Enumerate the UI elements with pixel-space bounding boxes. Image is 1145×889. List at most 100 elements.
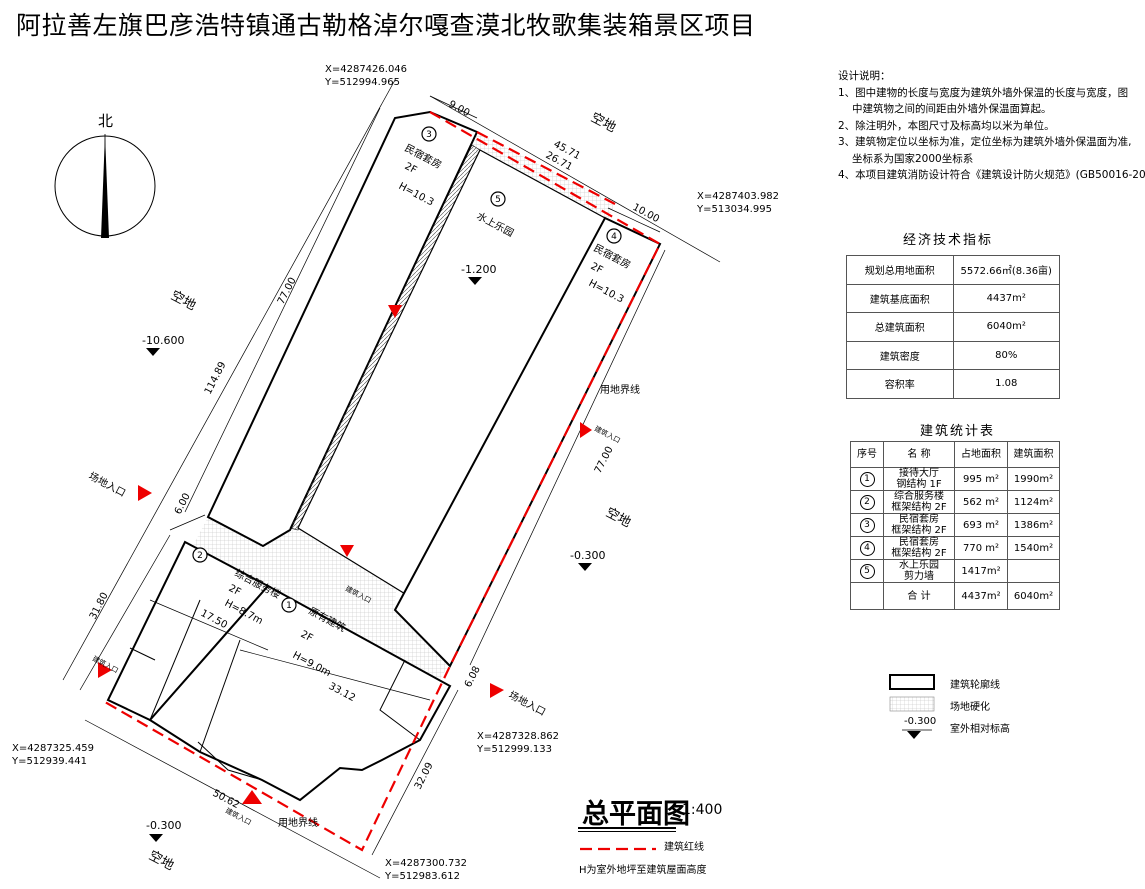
row-number: 3 (859, 517, 875, 533)
row-name: 民宿套房框架结构 2F (883, 513, 955, 537)
land-line-right: 用地界线 (600, 383, 640, 396)
coordinate-labels: X=4287426.046 Y=512994.965 X=4287403.982… (11, 64, 779, 882)
dim-11489: 114.89 (203, 360, 229, 396)
note-1b: 中建筑物之间的间距由外墙外保温面算起。 (852, 103, 1052, 115)
row-number-cell: 4 (850, 536, 884, 560)
table-row: 2 综合服务楼框架结构 2F 562 m² 1124m² (850, 490, 1060, 514)
site-entry-left: 场地入口 (87, 469, 128, 499)
land-line-bottom: 用地界线 (278, 816, 318, 829)
dim-10: 10.00 (631, 202, 661, 225)
row-land: 693 m² (954, 513, 1008, 537)
row-land: 562 m² (954, 490, 1008, 514)
econ-value: 4437m² (952, 283, 1060, 313)
circle-5: 5 (495, 195, 501, 205)
row-name-1: 综合服务楼 (894, 491, 944, 502)
total-label: 合 计 (883, 582, 955, 610)
row-number-cell: 5 (850, 559, 884, 583)
b4-floor: 2F (589, 261, 605, 277)
building-1-inner4 (379, 659, 421, 741)
drawing-name: 总平面图 (582, 799, 690, 830)
note-3: 3、建筑物定位以坐标为准，定位坐标为建筑外墙外保温面为准, (838, 136, 1132, 148)
row-name-2: 框架结构 2F (891, 548, 947, 559)
entry-markers (98, 305, 592, 804)
building-4-outline (393, 216, 662, 668)
red-line-legend: 建筑红线 (664, 842, 704, 853)
row-name: 民宿套房框架结构 2F (883, 536, 955, 560)
building-1-outline (148, 584, 452, 802)
dimension-lines (62, 79, 721, 879)
row-area: 1386m² (1007, 513, 1060, 537)
dim-6: 6.00 (173, 492, 193, 517)
coord-2-x: X=4287403.982 (697, 191, 779, 202)
econ-label: 容积率 (846, 369, 954, 399)
table-header-row: 序号 名 称 占地面积 建筑面积 (850, 441, 1060, 468)
note-2: 2、除注明外，本图尺寸及标高均以米为单位。 (838, 119, 1055, 132)
total-land: 4437m² (954, 582, 1008, 610)
elevation-markers (146, 277, 592, 842)
row-name-2: 框架结构 2F (891, 502, 947, 513)
row-name-1: 水上乐园 (899, 560, 939, 571)
econ-value: 80% (952, 340, 1060, 370)
econ-label: 建筑基底面积 (846, 283, 954, 313)
coord-5-y: Y=512983.612 (384, 871, 460, 882)
legend-elev: 室外相对标高 (950, 724, 1010, 735)
b1-floor: 2F (299, 629, 315, 645)
row-number: 4 (859, 540, 875, 556)
row-number: 1 (859, 471, 875, 487)
econ-value: 6040m² (952, 312, 1060, 342)
row-land: 995 m² (954, 467, 1008, 491)
coord-1-y: Y=512994.965 (324, 77, 400, 88)
dim-608: 6.08 (463, 665, 483, 690)
b2-floor: 2F (227, 583, 243, 599)
legend-paving: 场地硬化 (950, 702, 990, 713)
elevation-texts: -10.600 -1.200 -0.300 -0.300 (142, 263, 605, 832)
legend-paving-swatch (889, 696, 935, 712)
circle-4: 4 (611, 232, 617, 242)
building-1-inner3 (129, 647, 156, 661)
table-row: 3 民宿套房框架结构 2F 693 m² 1386m² (850, 513, 1060, 537)
table-total-row: 合 计 4437m² 6040m² (850, 582, 1060, 610)
elev-2: -1.200 (461, 263, 496, 276)
row-name-2: 框架结构 2F (891, 525, 947, 536)
legend-outline: 建筑轮廓线 (950, 680, 1000, 691)
coord-5-x: X=4287300.732 (385, 858, 467, 869)
b3-floor: 2F (403, 161, 419, 177)
coord-3-x: X=4287325.459 (12, 743, 94, 754)
red-line-boundary (104, 111, 662, 852)
north-arrow-icon (54, 134, 156, 238)
circle-markers (192, 126, 622, 613)
dim-3180: 31.80 (88, 591, 111, 622)
circle-1: 1 (286, 601, 292, 611)
coord-4-x: X=4287328.862 (477, 731, 559, 742)
col-header: 建筑面积 (1007, 441, 1060, 468)
title-underline (578, 827, 676, 829)
north-label: 北 (98, 112, 113, 130)
note-4: 4、本项目建筑消防设计符合《建筑设计防火规范》(GB50016-2014)。 (838, 169, 1145, 181)
dim-7700b: 77.00 (593, 445, 616, 476)
stats-title: 建筑统计表 (920, 424, 996, 439)
page-title: 阿拉善左旗巴彦浩特镇通古勒格淖尔嘎查漠北牧歌集装箱景区项目 (16, 11, 756, 40)
red-line-top (476, 131, 616, 205)
kongdi-top: 空地 (588, 110, 618, 135)
building-1-inner2 (199, 639, 241, 753)
kongdi-right: 空地 (603, 505, 633, 530)
dim-9: 9.00 (447, 99, 472, 119)
row-number: 5 (859, 563, 875, 579)
coord-1-x: X=4287426.046 (325, 64, 407, 75)
dim-5062: 50.62 (211, 788, 241, 811)
row-area: 1124m² (1007, 490, 1060, 514)
col-header: 名 称 (883, 441, 955, 468)
circle-3: 3 (426, 130, 432, 140)
design-notes: 设计说明： 1、图中建物的长度与宽度为建筑外墙外保温的长度与宽度，图 中建筑物之… (838, 68, 1145, 184)
dim-7700a: 77.00 (276, 276, 299, 307)
bldg-entry-4: 建筑入口 (224, 806, 253, 827)
note-1: 1、图中建物的长度与宽度为建筑外墙外保温的长度与宽度，图 (838, 86, 1129, 99)
row-name-2: 钢结构 1F (896, 479, 942, 490)
dim-3209: 32.09 (413, 761, 436, 792)
kongdi-bottom: 空地 (146, 848, 176, 873)
table-row: 5 水上乐园剪力墙 1417m² (850, 559, 1060, 583)
